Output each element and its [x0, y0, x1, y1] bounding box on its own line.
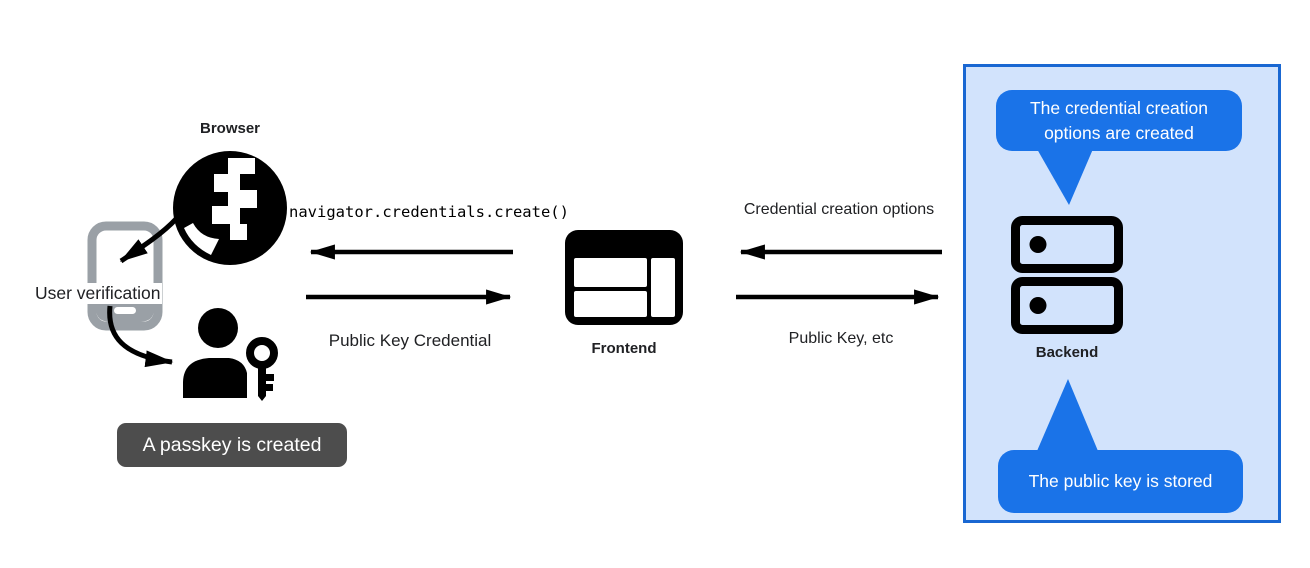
passkey-tooltip: A passkey is created: [117, 423, 347, 467]
phone-icon: [87, 221, 163, 331]
public-key-credential-label: Public Key Credential: [328, 331, 492, 350]
frontend-label: Frontend: [591, 340, 657, 357]
browser-label: Browser: [199, 120, 261, 137]
passkey-tooltip-text: A passkey is created: [142, 433, 322, 456]
credential-creation-options-label: Credential creation options: [743, 201, 935, 218]
browser-window-icon: [565, 230, 683, 325]
globe-icon: [173, 151, 287, 265]
backend-label: Backend: [1035, 344, 1099, 361]
navigator-create-label: navigator.credentials.create(): [289, 203, 569, 221]
callout-options-created-text: The credential creation options are crea…: [1029, 97, 1209, 143]
user-verification-label: User verification: [33, 283, 163, 304]
callout-public-key-stored-text: The public key is stored: [1028, 471, 1213, 491]
public-key-etc-label: Public Key, etc: [788, 330, 894, 347]
callout-tail-up: [1037, 379, 1098, 451]
person-with-key-icon: [183, 308, 278, 401]
callout-public-key-stored: The public key is stored: [998, 450, 1243, 513]
callout-options-created: The credential creation options are crea…: [996, 90, 1242, 151]
server-icon: [1011, 216, 1123, 334]
callout-tail-down: [1037, 149, 1093, 205]
